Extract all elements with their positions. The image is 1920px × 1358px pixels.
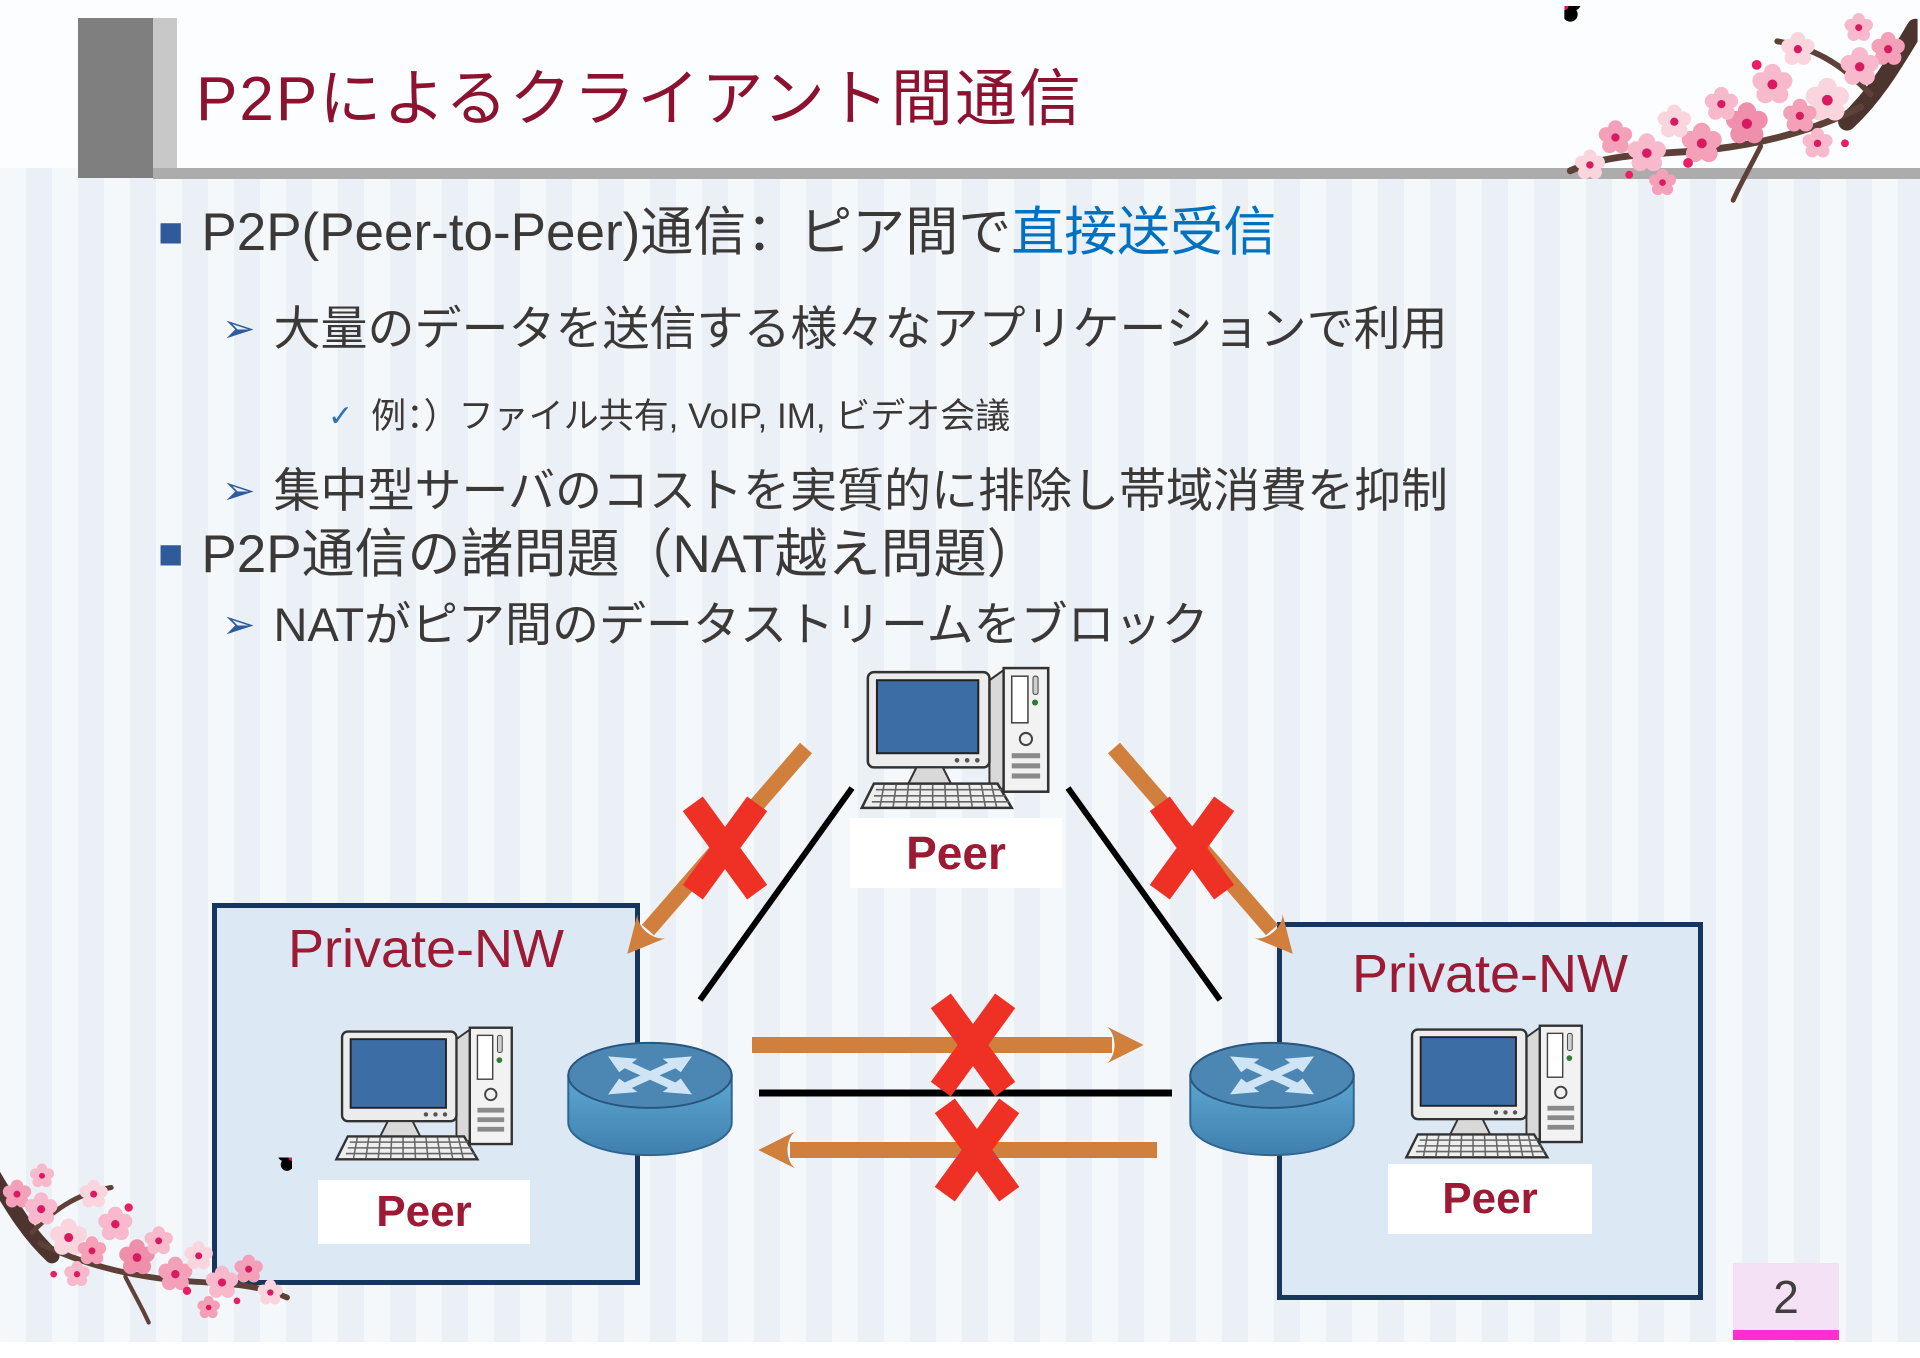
left-peer-label: Peer — [318, 1180, 530, 1244]
left-network-label: Private-NW — [287, 919, 564, 979]
arrow-bullet-icon: ➢ — [222, 306, 256, 351]
page-number-badge: 2 — [1733, 1263, 1839, 1340]
bullet-text-highlight: 直接送受信 — [1011, 203, 1277, 262]
right-peer-computer-icon — [1403, 1020, 1587, 1163]
cherry-blossom-decoration-top-right — [1562, 6, 1920, 212]
square-bullet-icon: ■ — [158, 530, 184, 577]
header-band — [0, 0, 1920, 168]
right-peer-label: Peer — [1388, 1164, 1592, 1234]
bullet-server-cost: ➢ 集中型サーバのコストを実質的に排除し帯域消費を抑制 — [222, 452, 1448, 521]
bullet-text: P2P通信の諸問題（NAT越え問題） — [201, 525, 1040, 584]
bullet-p2p-communication: ■ P2P(Peer-to-Peer)通信：ピア間で直接送受信 — [158, 190, 1276, 266]
bullet-nat-problem: ■ P2P通信の諸問題（NAT越え問題） — [158, 512, 1040, 588]
right-nat-router-icon — [1184, 1036, 1360, 1164]
left-nat-router-icon — [562, 1036, 738, 1164]
bullet-applications: ➢ 大量のデータを送信する様々なアプリケーションで利用 — [222, 290, 1448, 359]
bullet-text: NATがピア間のデータストリームをブロック — [273, 598, 1209, 651]
slide-bottom-margin — [0, 1342, 1920, 1358]
arrow-bullet-icon: ➢ — [222, 468, 256, 513]
page-number: 2 — [1773, 1270, 1799, 1323]
header-divider — [153, 168, 1920, 179]
bullet-text: 集中型サーバのコストを実質的に排除し帯域消費を抑制 — [273, 464, 1449, 517]
cherry-blossom-decoration-bottom-left — [0, 1138, 292, 1352]
arrow-bullet-icon: ➢ — [222, 602, 256, 647]
bullet-nat-blocks: ➢ NATがピア間のデータストリームをブロック — [222, 586, 1209, 655]
top-peer-computer-icon — [858, 662, 1054, 814]
top-peer-label: Peer — [850, 818, 1062, 888]
left-peer-computer-icon — [333, 1022, 517, 1165]
slide-title: P2Pによるクライアント間通信 — [196, 65, 1083, 134]
bullet-text: 大量のデータを送信する様々なアプリケーションで利用 — [273, 302, 1448, 355]
bullet-text: P2P(Peer-to-Peer)通信：ピア間で — [201, 203, 1012, 262]
header-accent-strip — [153, 18, 177, 178]
bullet-examples: ✓ 例：）ファイル共有, VoIP, IM, ビデオ会議 — [328, 388, 1010, 439]
check-bullet-icon: ✓ — [328, 400, 354, 434]
square-bullet-icon: ■ — [158, 208, 184, 255]
header-accent-block — [78, 18, 153, 178]
bullet-text: 例：）ファイル共有, VoIP, IM, ビデオ会議 — [371, 397, 1011, 436]
right-network-label: Private-NW — [1351, 944, 1628, 1004]
